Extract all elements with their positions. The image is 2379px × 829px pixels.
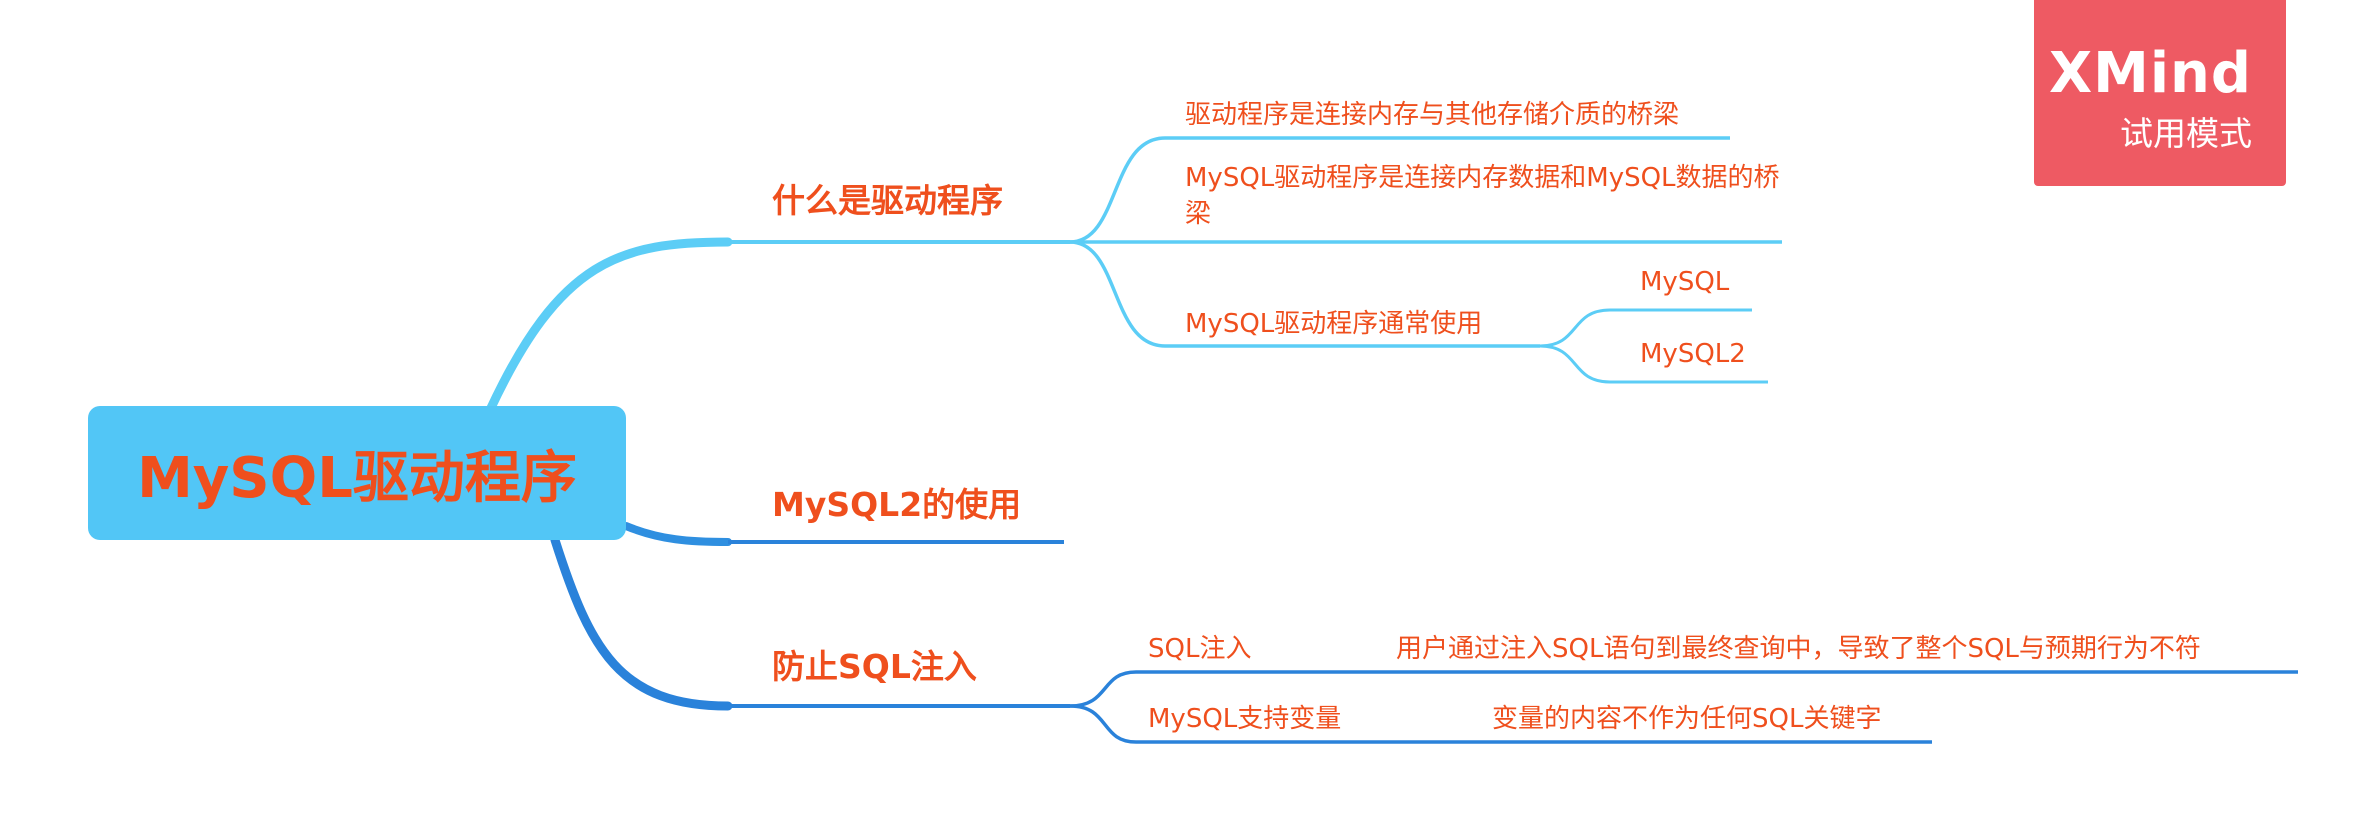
topic-mysql[interactable]: MySQL	[1640, 267, 1730, 297]
root-topic-label: MySQL驱动程序	[137, 445, 577, 511]
topic-mysql-variables[interactable]: MySQL支持变量	[1148, 704, 1342, 734]
connector-b1-c3-g2	[1539, 344, 1611, 384]
topic-variables-description[interactable]: 变量的内容不作为任何SQL关键字	[1492, 704, 1882, 734]
topic-sql-injection-description[interactable]: 用户通过注入SQL语句到最终查询中，导致了整个SQL与预期行为不符	[1396, 634, 2201, 664]
topic-mysql2[interactable]: MySQL2	[1640, 339, 1746, 369]
connector-b1-c3-g1	[1539, 308, 1611, 348]
topic-sql-injection[interactable]: SQL注入	[1148, 634, 1252, 664]
connector-root-to-branch-3	[550, 535, 733, 711]
topic-mysql-driver-common[interactable]: MySQL驱动程序通常使用	[1185, 309, 1483, 339]
branch-prevent-sql-injection[interactable]: 防止SQL注入	[772, 647, 977, 686]
trial-mode-label: 试用模式	[2120, 114, 2252, 153]
root-topic[interactable]: MySQL驱动程序	[88, 406, 626, 540]
connector-b1-c3	[1069, 240, 1166, 348]
connector-b3-c2	[1069, 704, 1137, 744]
connector-root-to-branch-2	[622, 522, 732, 546]
connector-b3-c1	[1069, 670, 1137, 708]
xmind-trial-badge: XMind 试用模式	[2034, 0, 2286, 186]
connector-root-to-branch-1	[485, 237, 733, 415]
branch-mysql2-usage[interactable]: MySQL2的使用	[772, 485, 1022, 524]
connector-b1-c1	[1069, 136, 1166, 244]
topic-mysql-driver-definition[interactable]: MySQL驱动程序是连接内存数据和MySQL数据的桥梁	[1185, 163, 1780, 229]
xmind-logo-text: XMind	[2048, 41, 2252, 106]
branch-what-is-driver[interactable]: 什么是驱动程序	[772, 181, 1003, 220]
topic-driver-definition[interactable]: 驱动程序是连接内存与其他存储介质的桥梁	[1185, 100, 1680, 130]
